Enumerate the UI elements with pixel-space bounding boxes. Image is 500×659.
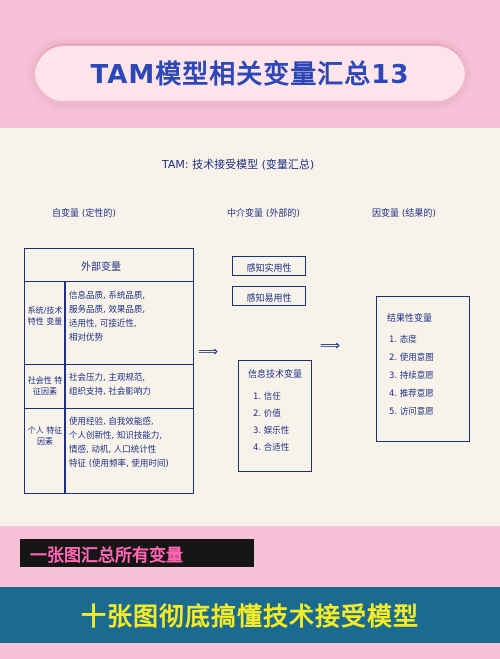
personal-row-label: 个人 特征因素 [27,426,63,446]
technology-item: 1. 信任 [253,392,281,402]
middle-column-header: 中介变量 (外部的) [227,209,300,219]
perceived-ease-box: 感知易用性 [232,286,306,306]
bottom-banner: 十张图彻底搞懂技术接受模型 [0,587,500,643]
perceived-usefulness-label: 感知实用性 [246,264,292,274]
table-divider [64,281,66,493]
right-column-header: 因变量 (结果的) [372,209,436,219]
technology-item: 3. 娱乐性 [253,426,290,436]
page-title: TAM模型相关变量汇总13 [90,59,410,90]
right-arrow-icon: ⟹ [320,338,341,354]
technology-variables-header: 信息技术变量 [247,370,302,380]
paper-title: TAM: 技术接受模型 (变量汇总) [162,158,315,171]
bottom-banner-text: 十张图彻底搞懂技术接受模型 [80,602,419,631]
table-row-personal: 个人 特征因素 使用经验, 自我效能感, 个人创新性, 知识技能力, 情感, 动… [25,409,193,493]
social-row-label: 社会性 特征因素 [27,376,63,396]
technology-variables-list: 1. 信任 2. 价值 3. 娱乐性 4. 合适性 [253,389,289,457]
technology-variables-box: 信息技术变量 1. 信任 2. 价值 3. 娱乐性 4. 合适性 [238,360,312,472]
subtitle-text: 一张图汇总所有变量 [30,545,183,566]
outcome-variables-header: 结果性变量 [387,314,433,324]
social-row-content: 社会压力, 主观规范, 组织支持, 社会影响力 [69,373,151,397]
system-row-label: 系统/技术特性 变量 [27,306,63,326]
external-variables-header: 外部变量 [25,249,193,282]
outcome-variables-box: 结果性变量 1. 态度 2. 使用意图 3. 持续意愿 4. 推荐意愿 5. 访… [376,296,470,442]
table-row-social: 社会性 特征因素 社会压力, 主观规范, 组织支持, 社会影响力 [25,365,193,409]
external-variables-rows: 系统/技术特性 变量 信息品质, 系统品质, 服务品质, 效果品质, 适用性, … [25,281,193,493]
external-variables-table: 外部变量 系统/技术特性 变量 信息品质, 系统品质, 服务品质, 效果品质, … [24,248,194,494]
personal-row-content: 使用经验, 自我效能感, 个人创新性, 知识技能力, 情感, 动机, 人口统计性… [69,417,169,469]
external-variables-label: 外部变量 [81,262,121,273]
outcome-item: 3. 持续意愿 [389,371,434,381]
outcome-variables-list: 1. 态度 2. 使用意图 3. 持续意愿 4. 推荐意愿 5. 访问意愿 [389,331,434,421]
subtitle-strip: 一张图汇总所有变量 [20,539,254,567]
paper-sheet: TAM: 技术接受模型 (变量汇总) 自变量 (定性的) 中介变量 (外部的) … [0,128,500,526]
perceived-ease-label: 感知易用性 [246,294,292,304]
right-arrow-icon: ⟹ [198,344,219,360]
table-row-system: 系统/技术特性 变量 信息品质, 系统品质, 服务品质, 效果品质, 适用性, … [25,281,193,365]
outcome-item: 2. 使用意图 [389,353,434,363]
technology-item: 4. 合适性 [253,443,290,453]
system-row-content: 信息品质, 系统品质, 服务品质, 效果品质, 适用性, 可接近性, 相对优势 [69,291,146,343]
outcome-item: 5. 访问意愿 [389,407,434,417]
technology-item: 2. 价值 [253,409,281,419]
perceived-usefulness-box: 感知实用性 [232,256,306,276]
left-column-header: 自变量 (定性的) [52,209,116,219]
title-pill: TAM模型相关变量汇总13 [32,40,468,104]
outcome-item: 4. 推荐意愿 [389,389,434,399]
outcome-item: 1. 态度 [389,335,417,345]
